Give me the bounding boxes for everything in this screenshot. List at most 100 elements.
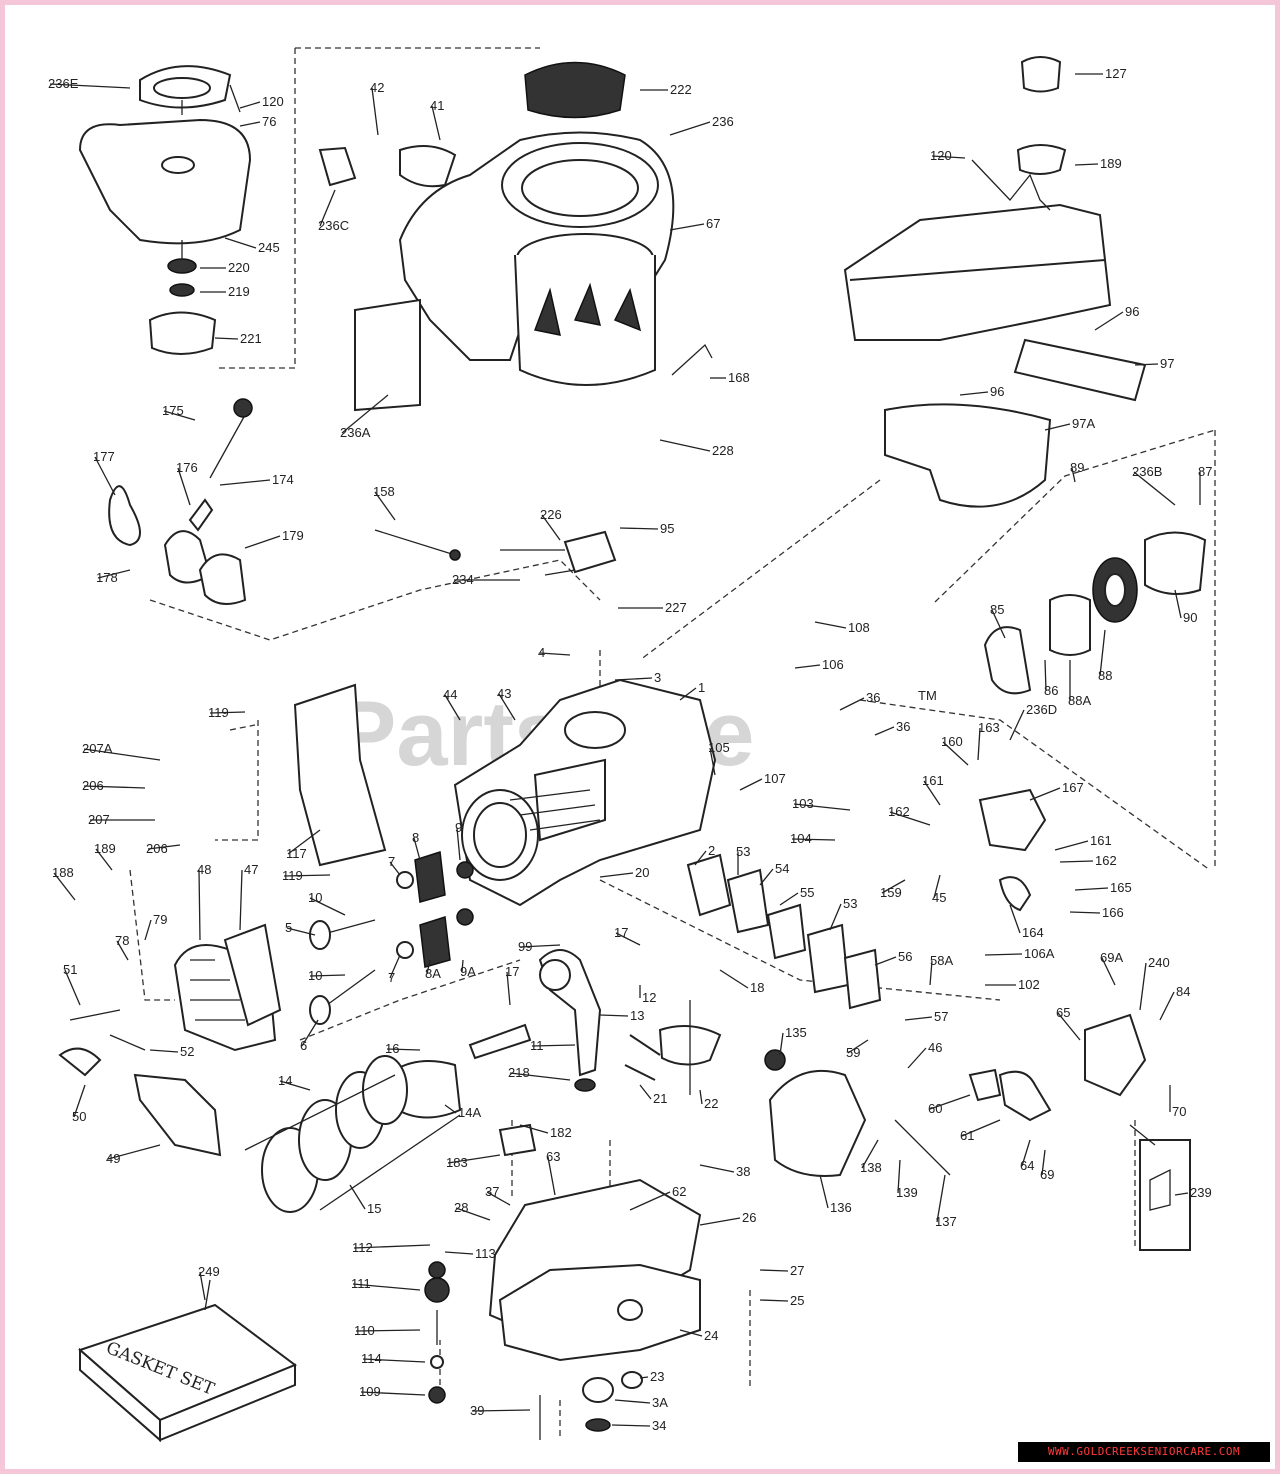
- callout-8: 8: [412, 830, 419, 845]
- callout-leader-41: [431, 105, 441, 141]
- callout-219: 219: [228, 284, 250, 299]
- callout-45: 45: [932, 890, 946, 905]
- callout-leader-189b: [95, 848, 113, 871]
- callout-leader-90: [1174, 589, 1182, 619]
- callout-leader-13: [599, 1014, 629, 1017]
- callout-leader-206b: [147, 844, 181, 850]
- callout-leader-43: [498, 693, 516, 721]
- callout-106a: 106A: [1024, 946, 1055, 961]
- callout-leader-119a: [209, 711, 246, 714]
- callout-52: 52: [180, 1044, 194, 1059]
- callout-leader-236b: [1133, 471, 1176, 506]
- callout-leader-178: [97, 569, 131, 579]
- callout-10a: 10: [308, 890, 322, 905]
- callout-226: 226: [540, 507, 562, 522]
- callout-245: 245: [258, 240, 280, 255]
- callout-leader-163: [977, 727, 981, 761]
- watermark-tm: TM: [918, 688, 937, 703]
- callout-240: 240: [1148, 955, 1170, 970]
- callout-leader-49: [107, 1144, 161, 1160]
- callout-14a: 14A: [458, 1105, 481, 1120]
- callout-22: 22: [704, 1096, 718, 1111]
- callout-67: 67: [706, 216, 720, 231]
- callout-leader-34: [611, 1424, 651, 1427]
- callout-leader-61: [961, 1119, 1001, 1137]
- callout-36a: 36: [866, 690, 880, 705]
- callout-179: 179: [282, 528, 304, 543]
- callout-leader-57: [904, 1016, 933, 1021]
- callout-leader-162a: [889, 811, 931, 826]
- callout-leader-42: [371, 87, 379, 136]
- callout-leader-96a: [1094, 311, 1124, 331]
- callout-leader-58a: [929, 960, 933, 986]
- callout-leader-86: [1044, 659, 1047, 692]
- callout-leader-164: [1009, 904, 1021, 934]
- callout-183: 183: [446, 1155, 468, 1170]
- callout-46: 46: [928, 1040, 942, 1055]
- carburetor-and-linkage: [968, 788, 1191, 1251]
- callout-leader-106: [794, 664, 821, 669]
- callout-162b: 162: [1095, 853, 1117, 868]
- callout-leader-8: [413, 837, 421, 861]
- callout-leader-69: [1041, 1149, 1046, 1176]
- callout-leader-166: [1069, 911, 1101, 914]
- callout-60: 60: [928, 1101, 942, 1116]
- callout-leader-14: [279, 1080, 311, 1091]
- callout-162a: 162: [888, 804, 910, 819]
- callout-158: 158: [373, 484, 395, 499]
- callout-leader-10a: [309, 897, 346, 916]
- assembly-guide-lines: [129, 47, 1216, 1440]
- callout-leader-112: [353, 1244, 431, 1249]
- crankcase-cover: [488, 1178, 702, 1440]
- callout-leader-6: [301, 1019, 319, 1047]
- callout-188: 188: [52, 865, 74, 880]
- callout-leader-62: [629, 1191, 671, 1211]
- callout-leader-97: [1134, 363, 1159, 366]
- callout-7a: 7: [388, 854, 395, 869]
- callout-leader-54: [759, 868, 774, 886]
- valve-cover-gaskets: [686, 853, 882, 1010]
- website-banner: WWW.GOLDCREEKSENIORCARE.COM: [1018, 1442, 1270, 1462]
- callout-leader-79: [144, 919, 152, 941]
- callout-12: 12: [642, 990, 656, 1005]
- cylinder-block: [453, 678, 717, 907]
- muffler: [764, 1049, 951, 1177]
- callout-236e: 236E: [48, 76, 79, 91]
- callout-54: 54: [775, 861, 789, 876]
- callout-7b: 7: [388, 970, 395, 985]
- callout-24: 24: [704, 1328, 718, 1343]
- callout-27: 27: [790, 1263, 804, 1278]
- callout-leader-21: [639, 1084, 652, 1100]
- callout-42: 42: [370, 80, 384, 95]
- callout-leader-175: [163, 410, 196, 421]
- callout-62: 62: [672, 1184, 686, 1199]
- callout-leader-5: [286, 927, 316, 936]
- callout-leader-106a: [984, 953, 1023, 956]
- callout-88: 88: [1098, 668, 1112, 683]
- callout-leader-85: [991, 609, 1006, 639]
- callout-leader-60: [929, 1094, 971, 1110]
- callout-166: 166: [1102, 905, 1124, 920]
- callout-176: 176: [176, 460, 198, 475]
- callout-leader-55: [779, 892, 799, 906]
- callout-139: 139: [896, 1185, 918, 1200]
- callout-65: 65: [1056, 1005, 1070, 1020]
- callout-leader-189a: [1074, 163, 1099, 166]
- callout-120b: 120: [930, 148, 952, 163]
- callout-leader-84: [1159, 991, 1175, 1021]
- callout-84: 84: [1176, 984, 1190, 999]
- callout-leader-3a: [614, 1399, 651, 1404]
- callout-119b: 119: [282, 868, 303, 883]
- callout-leader-236: [669, 121, 711, 136]
- callout-leader-159: [881, 879, 906, 894]
- callout-23: 23: [650, 1369, 664, 1384]
- callout-leader-218: [509, 1072, 571, 1081]
- callout-63: 63: [546, 1149, 560, 1164]
- callout-178: 178: [96, 570, 118, 585]
- callout-44: 44: [443, 687, 457, 702]
- callout-leader-52: [149, 1049, 179, 1053]
- callout-221: 221: [240, 331, 262, 346]
- cylinder-head-and-bracket: [58, 683, 387, 1157]
- callout-leader-136: [819, 1174, 829, 1209]
